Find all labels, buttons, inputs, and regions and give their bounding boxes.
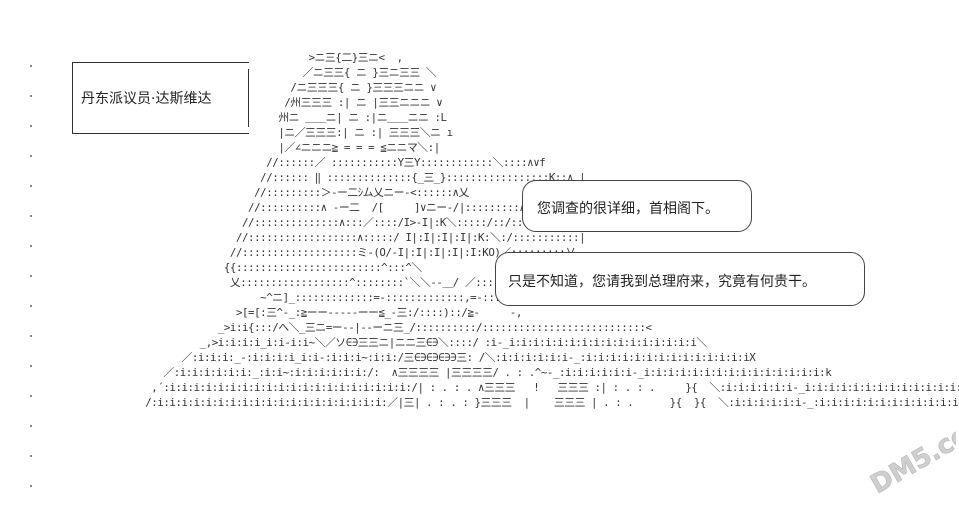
character-name-box: 丹东派议员·达斯维达: [72, 62, 249, 134]
speech-text-2: 只是不知道，您请我到总理府来，究竟有何贵干。: [508, 274, 816, 290]
ascii-art-figure: >ニ三{二}三ニ< , ／ニ三三{ ニ }三ニ三三 ＼ /ニ三三三{ ニ }三三…: [145, 51, 959, 409]
character-name: 丹东派议员·达斯维达: [81, 91, 212, 107]
speech-text-1: 您调查的很详细，首相阁下。: [537, 201, 719, 217]
speech-bubble-2: 只是不知道，您请我到总理府来，究竟有何贵干。: [495, 252, 865, 306]
speech-bubble-1: 您调查的很详细，首相阁下。: [522, 180, 752, 232]
watermark-text: DM5.com: [866, 420, 956, 500]
watermark-logo: DM5.com: [865, 420, 956, 500]
left-margin-dots: [30, 60, 36, 510]
